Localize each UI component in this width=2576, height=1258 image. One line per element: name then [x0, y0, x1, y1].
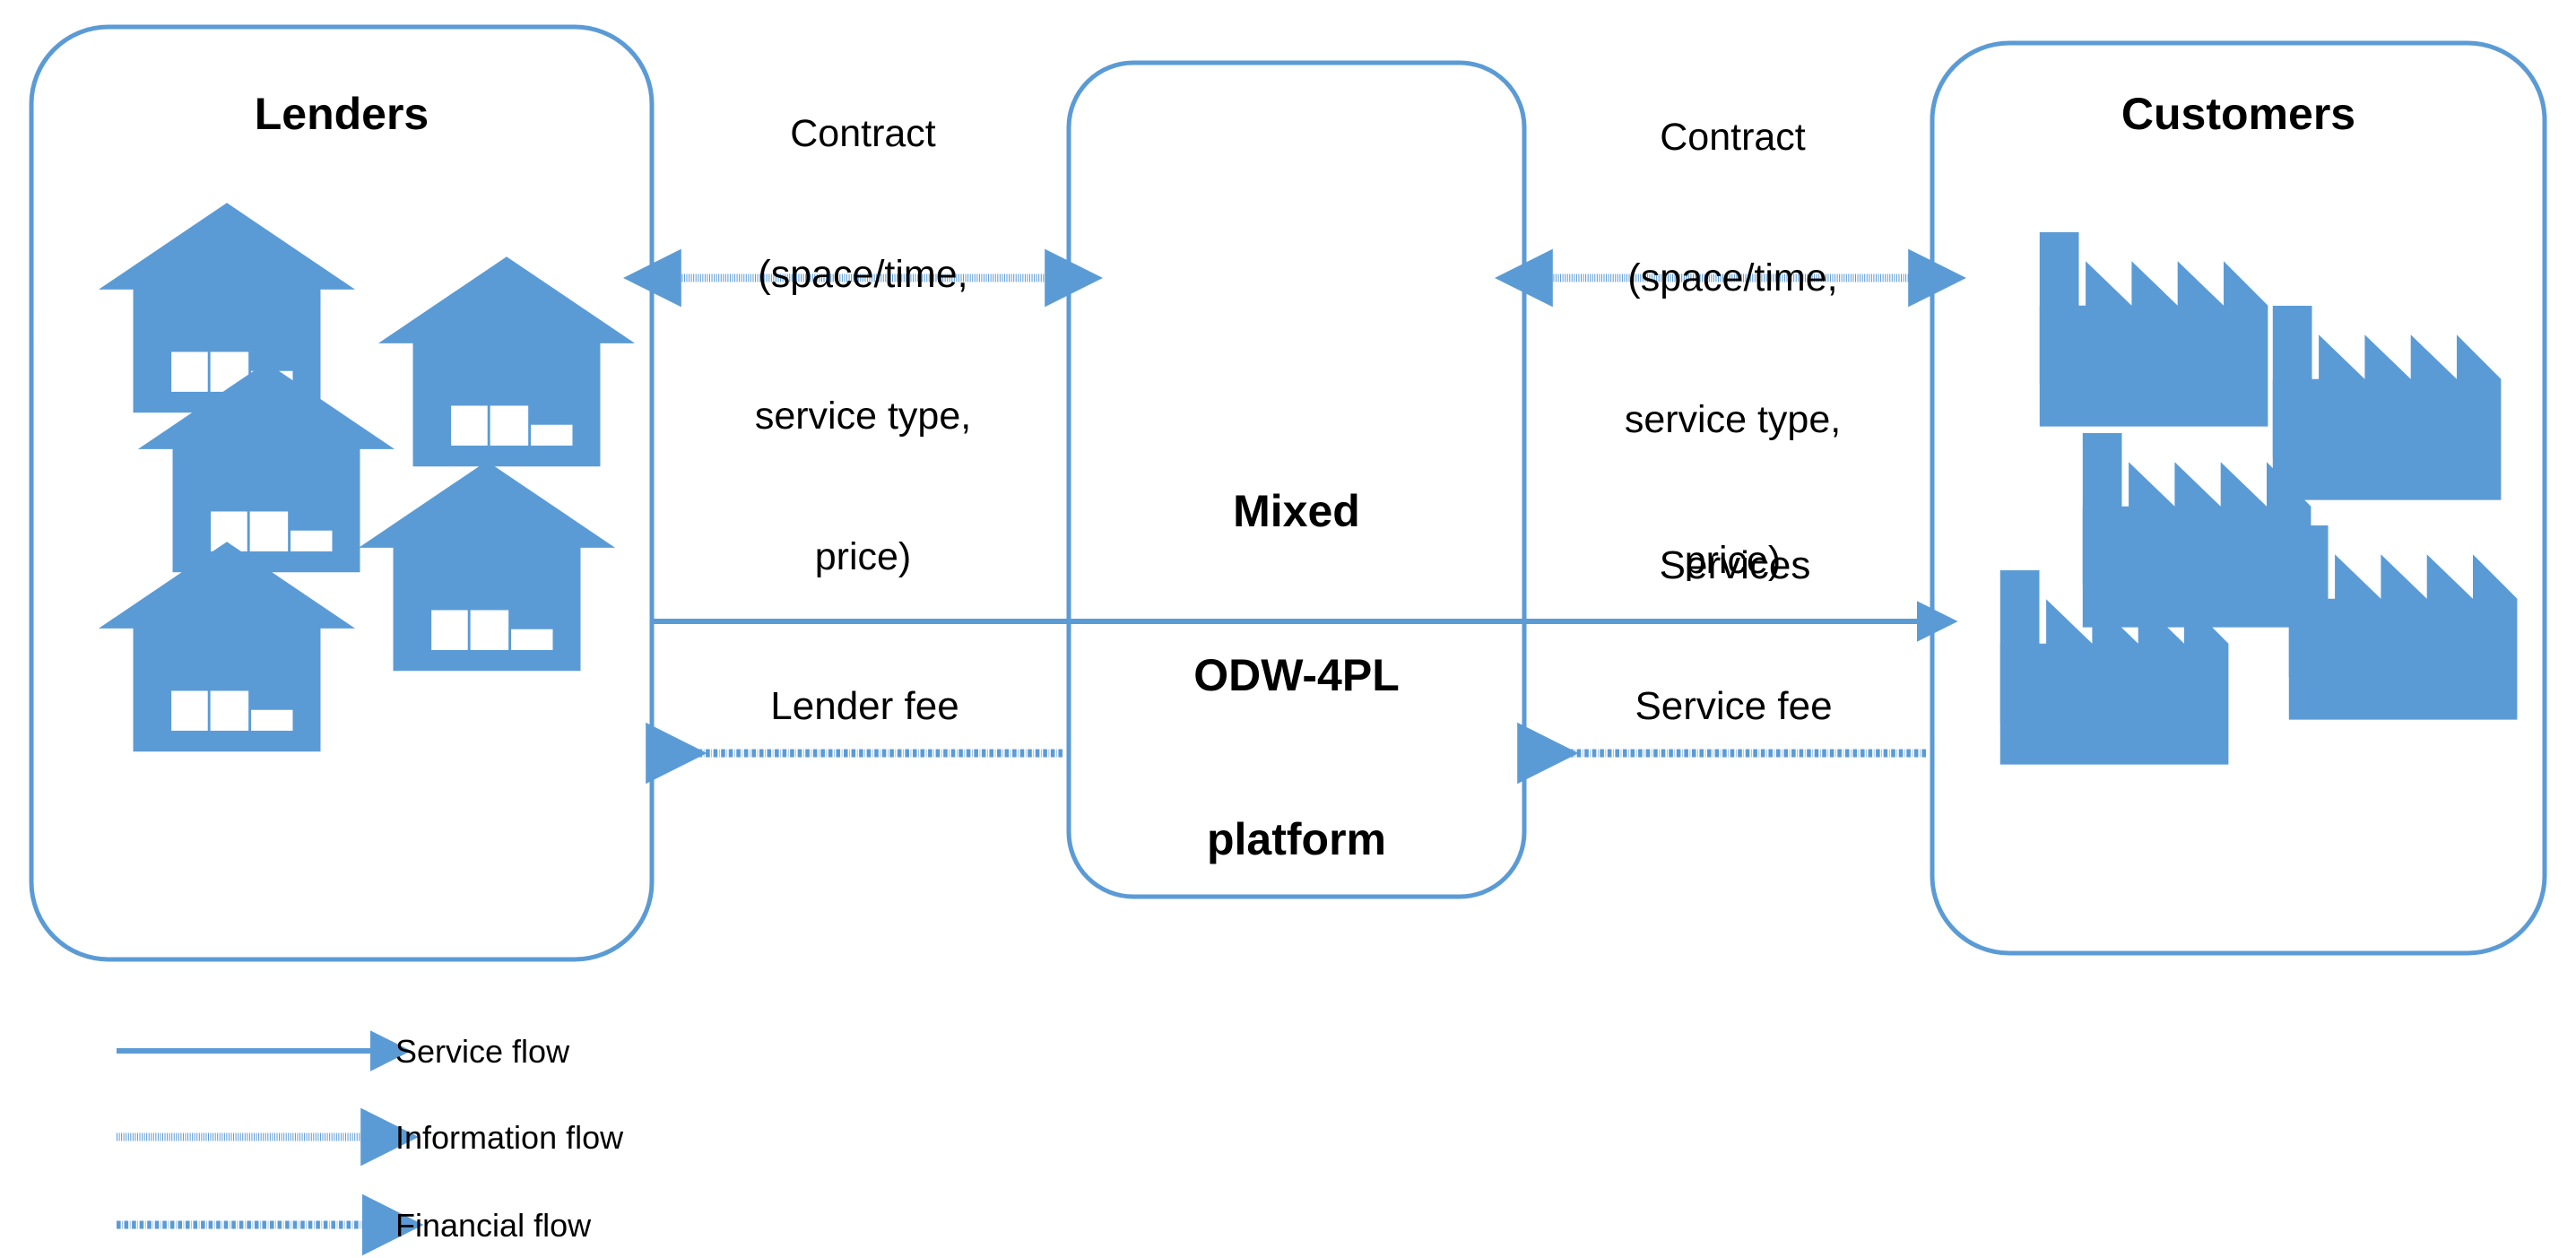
lenders-container: [29, 24, 655, 962]
contract-left-label: Contract (space/time, service type, pric…: [677, 16, 1049, 674]
customers-title: Customers: [2121, 89, 2356, 139]
customers-container: [1930, 40, 2547, 956]
contract-left-line-3: service type,: [754, 394, 972, 438]
factory-icon: [2288, 525, 2518, 720]
contract-right-line-3: service type,: [1624, 397, 1842, 441]
platform-title-line-3: platform: [1207, 814, 1386, 864]
platform-container: [1066, 60, 1527, 899]
warehouse-icon: [98, 203, 356, 413]
warehouse-icon: [377, 256, 636, 467]
factory-icon: [2039, 232, 2268, 427]
contract-left-line-4: price): [814, 534, 912, 578]
contract-right-line-2: (space/time,: [1627, 256, 1838, 300]
lenders-title: Lenders: [254, 89, 429, 139]
factory-icon-group: [1999, 232, 2518, 765]
contract-left-line-1: Contract: [790, 111, 936, 155]
platform-title: Mixed ODW-4PL platform: [1069, 375, 1524, 976]
contract-left-line-2: (space/time,: [758, 253, 968, 297]
warehouse-icon: [358, 461, 616, 672]
lender-fee-label: Lender fee: [770, 684, 959, 728]
legend-item-financial-flow: Financial flow: [395, 1207, 592, 1244]
platform-title-line-1: Mixed: [1233, 486, 1360, 536]
contract-right-label: Contract (space/time, service type, pric…: [1547, 20, 1919, 678]
services-label: Services: [1659, 543, 1811, 587]
factory-icon: [2272, 306, 2502, 500]
warehouse-icon: [98, 542, 356, 752]
warehouse-icon-group: [98, 203, 636, 752]
legend-item-service-flow: Service flow: [395, 1033, 570, 1070]
contract-right-line-4: price): [1684, 538, 1782, 582]
service-fee-label: Service fee: [1635, 684, 1833, 728]
platform-title-line-2: ODW-4PL: [1193, 650, 1400, 700]
contract-right-line-1: Contract: [1660, 115, 1806, 159]
legend-item-information-flow: Information flow: [395, 1119, 624, 1156]
